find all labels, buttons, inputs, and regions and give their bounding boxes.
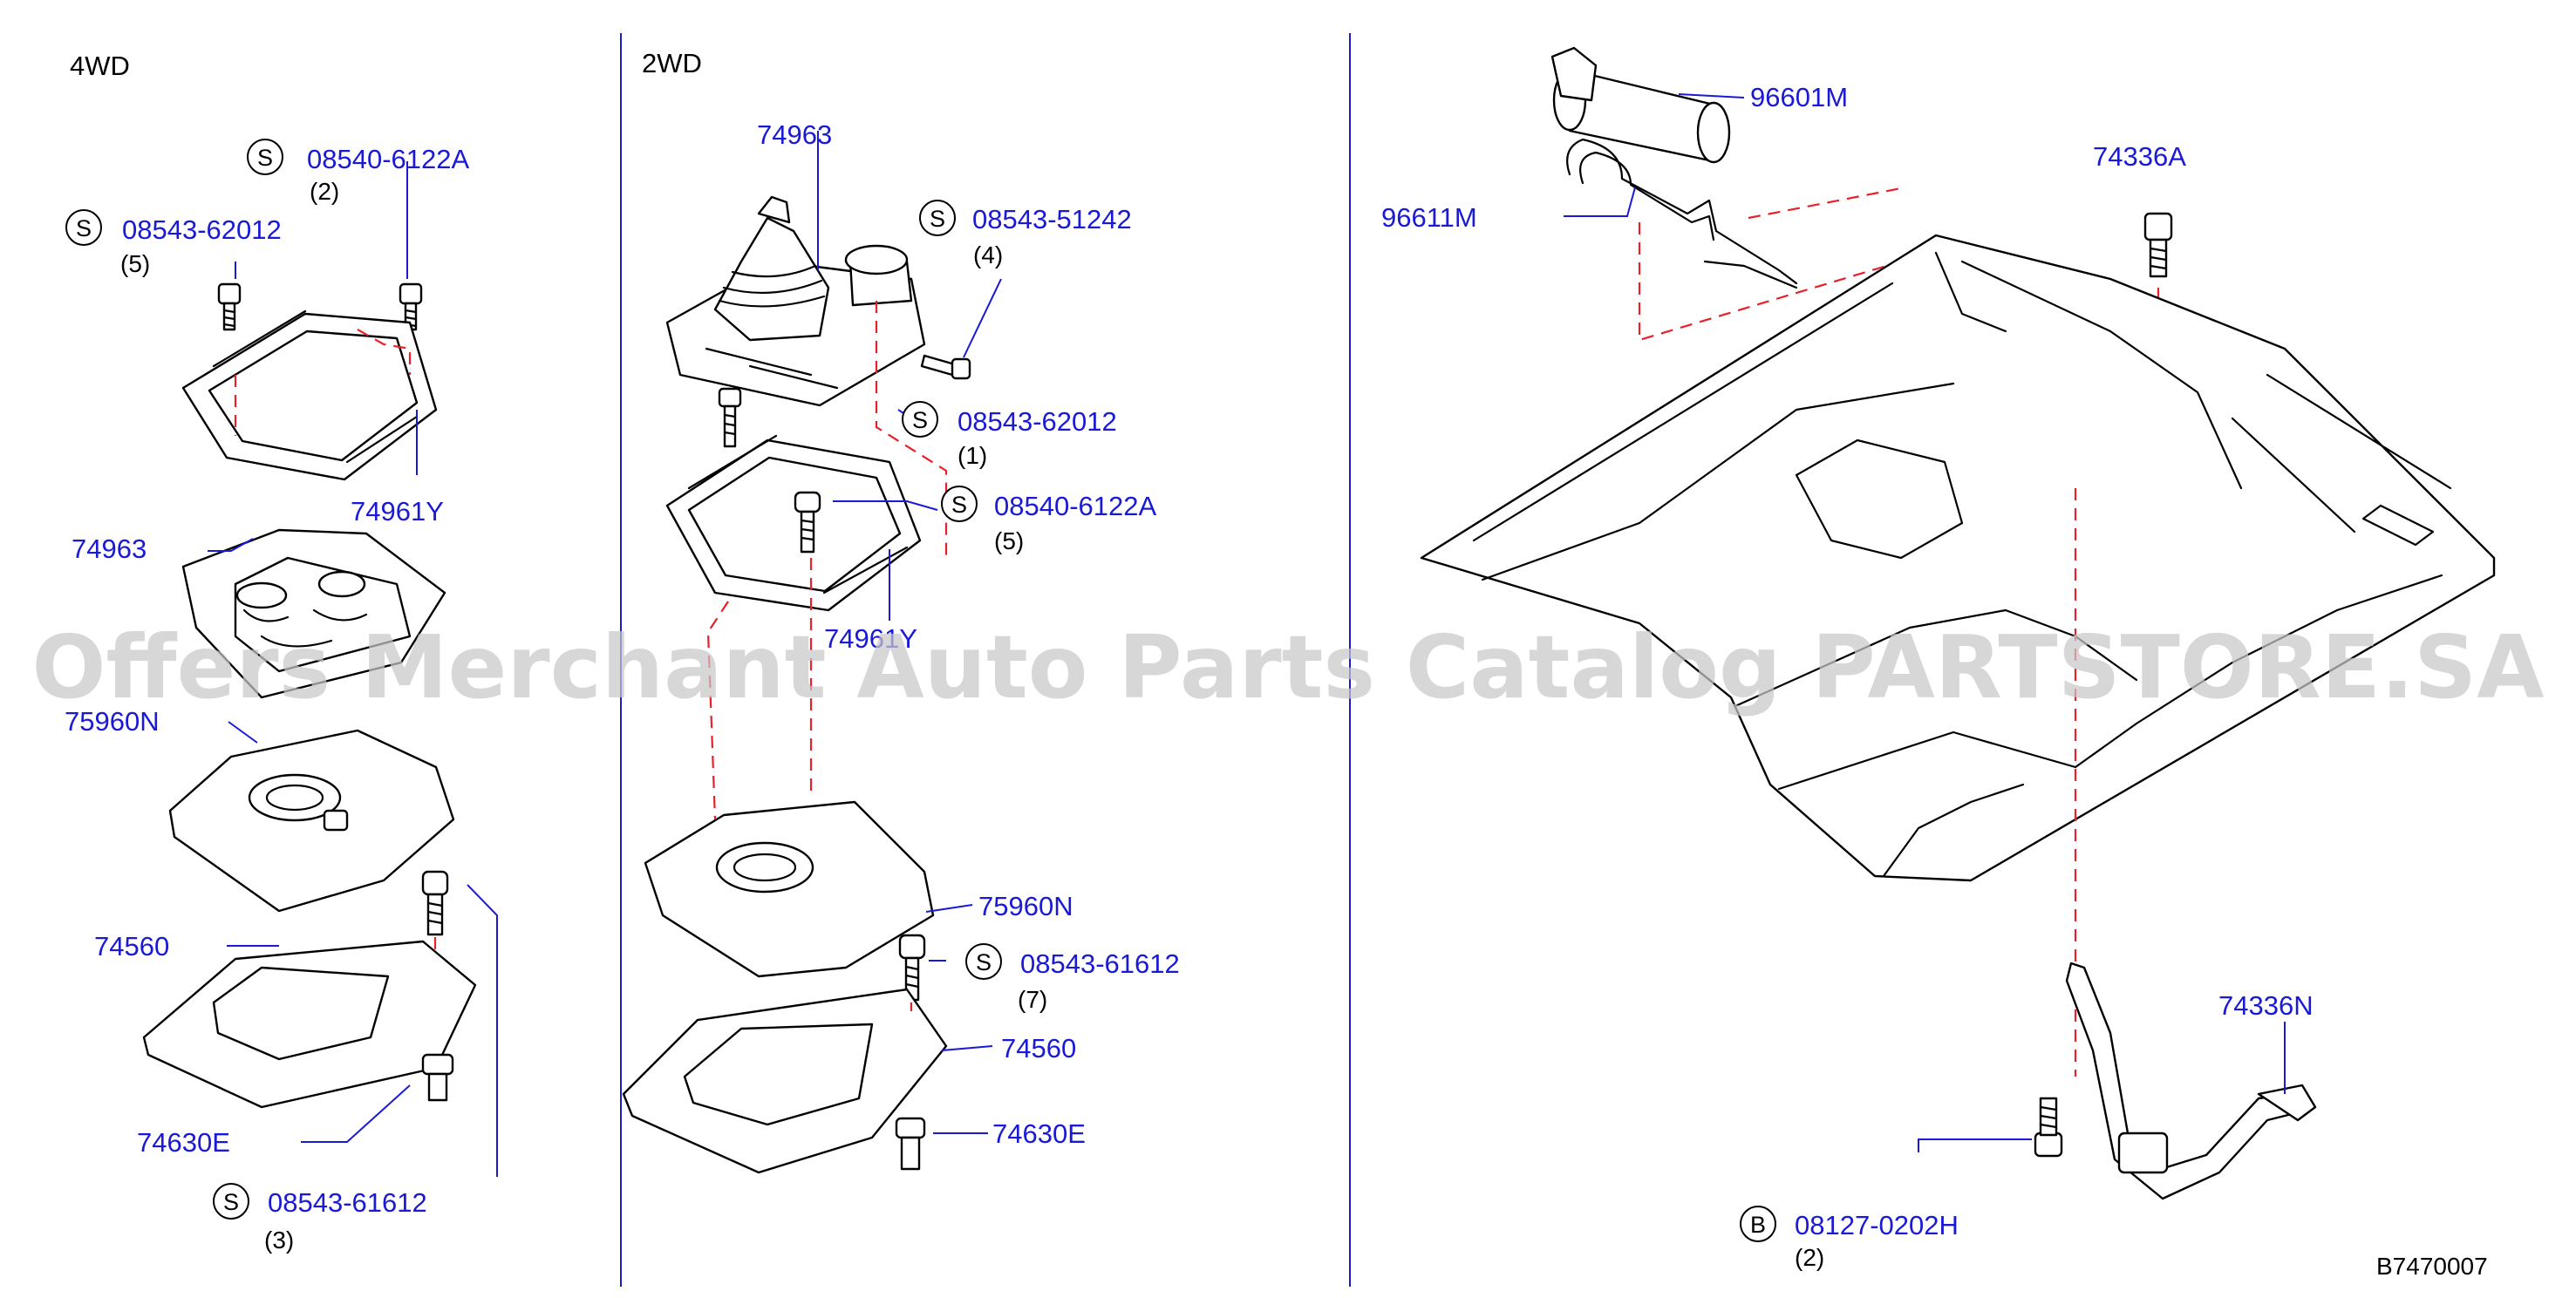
part-74961y[interactable]: 74961Y xyxy=(351,496,444,527)
column-2wd: 74963 S 08543-51242 (4) S 08543-62012 (1… xyxy=(622,119,1180,1174)
section-label-4wd: 4WD xyxy=(70,51,130,81)
quantity: (7) xyxy=(1018,986,1047,1013)
bolt-icon xyxy=(794,491,821,554)
part-number[interactable]: 08543-62012 xyxy=(122,214,282,245)
part-number[interactable]: 08540-6122A xyxy=(994,491,1156,521)
boot-seal-75960n xyxy=(168,729,455,913)
part-74630e[interactable]: 74630E xyxy=(137,1127,230,1158)
symbol-s: S xyxy=(223,1189,239,1215)
part-75960n[interactable]: 75960N xyxy=(65,706,160,737)
symbol-s: S xyxy=(976,949,992,975)
callout-08543-62012[interactable]: S 08543-62012 (5) xyxy=(65,209,282,277)
part-75960n[interactable]: 75960N xyxy=(978,891,1073,921)
callout-08543-61612[interactable]: S 08543-61612 (7) xyxy=(965,943,1180,1013)
cylinder-96601m xyxy=(1550,46,1731,164)
shift-frame-74961y xyxy=(181,309,438,481)
bolt-icon xyxy=(421,870,449,936)
part-96611m[interactable]: 96611M xyxy=(1381,202,1477,233)
column-4wd: S 08540-6122A (2) S 08543-62012 (5) 7496… xyxy=(65,139,498,1254)
quantity: (1) xyxy=(957,442,987,469)
quantity: (2) xyxy=(310,178,339,205)
shift-boot-74963 xyxy=(181,528,446,699)
shift-console-74963 xyxy=(665,195,926,407)
bolt-icon xyxy=(399,282,423,331)
symbol-s: S xyxy=(257,145,273,171)
callout-08543-61612[interactable]: S 08543-61612 (3) xyxy=(213,1183,427,1254)
part-96601m[interactable]: 96601M xyxy=(1750,82,1848,112)
bolt-icon xyxy=(920,354,971,380)
section-label-2wd: 2WD xyxy=(642,48,702,78)
shift-frame-74961y xyxy=(665,434,922,612)
callout-08540-6122a[interactable]: S 08540-6122A (2) xyxy=(247,139,469,205)
quantity: (5) xyxy=(120,250,150,277)
callout-08540-6122a[interactable]: S 08540-6122A (5) xyxy=(941,486,1156,554)
part-number[interactable]: 08543-61612 xyxy=(1020,948,1180,979)
callout-08127-0202h[interactable]: B 08127-0202H (2) xyxy=(1740,1206,1959,1271)
quantity: (3) xyxy=(264,1227,294,1254)
part-74336a[interactable]: 74336A xyxy=(2093,141,2186,172)
quantity: (2) xyxy=(1795,1244,1824,1271)
part-74963[interactable]: 74963 xyxy=(72,533,147,564)
part-number[interactable]: 08543-62012 xyxy=(957,406,1117,437)
quantity: (5) xyxy=(994,527,1024,554)
column-floor: 96601M 96611M 74336A 74336N B 08127-0202… xyxy=(1381,46,2496,1271)
clip-74630e xyxy=(421,1053,454,1102)
callout-08543-51242[interactable]: S 08543-51242 (4) xyxy=(919,200,1132,268)
part-number[interactable]: 08543-61612 xyxy=(268,1187,427,1218)
clip-74630e xyxy=(895,1117,926,1171)
symbol-s: S xyxy=(912,407,928,433)
diagram-code: B7470007 xyxy=(2376,1253,2488,1280)
quantity: (4) xyxy=(973,241,1003,268)
symbol-s: S xyxy=(951,492,967,518)
floor-cover-74560 xyxy=(622,988,948,1174)
bolt-icon xyxy=(2034,1097,2063,1158)
boot-seal-75960n xyxy=(644,800,935,978)
part-number[interactable]: 08540-6122A xyxy=(307,144,469,174)
callout-08543-62012[interactable]: S 08543-62012 (1) xyxy=(902,401,1117,469)
watermark: Offers Merchant Auto Parts Catalog PARTS… xyxy=(31,616,2544,718)
symbol-s: S xyxy=(930,206,945,232)
part-74336n[interactable]: 74336N xyxy=(2218,990,2314,1021)
bracket-96611m xyxy=(1566,138,1798,289)
part-74560[interactable]: 74560 xyxy=(94,931,169,962)
part-number[interactable]: 08543-51242 xyxy=(972,204,1132,234)
part-74630e[interactable]: 74630E xyxy=(992,1118,1086,1149)
part-number[interactable]: 08127-0202H xyxy=(1795,1210,1959,1240)
bolt-icon xyxy=(217,282,242,331)
symbol-b: B xyxy=(1750,1212,1766,1238)
part-74963[interactable]: 74963 xyxy=(757,119,832,150)
bolt-icon xyxy=(718,387,742,448)
part-74560[interactable]: 74560 xyxy=(1001,1033,1076,1064)
bolt-icon xyxy=(2143,212,2173,278)
part-74961y[interactable]: 74961Y xyxy=(824,623,917,654)
symbol-s: S xyxy=(76,215,92,241)
bracket-74336n xyxy=(2065,962,2317,1200)
floor-cover-74560 xyxy=(142,940,477,1109)
floor-panel xyxy=(1420,234,2496,882)
